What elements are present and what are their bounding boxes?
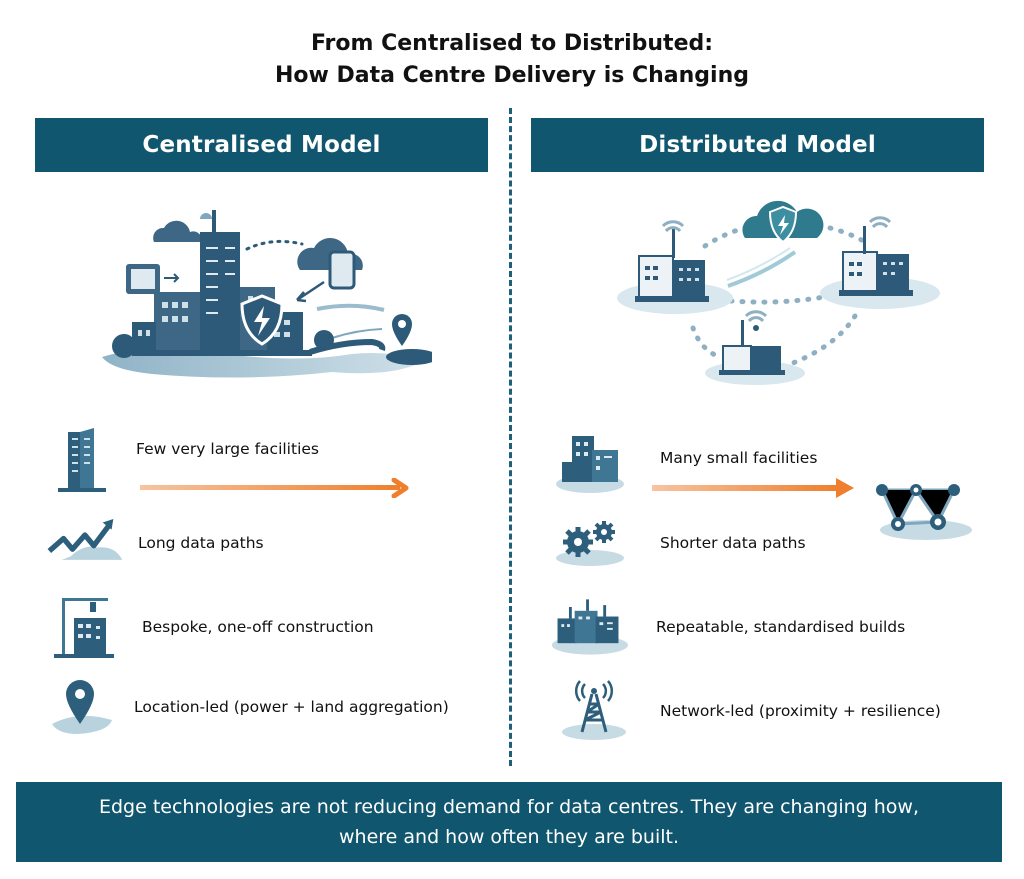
dashboard-icon (126, 264, 180, 294)
list-item: Repeatable, standardised builds (548, 592, 905, 662)
dotted-link (245, 239, 304, 251)
footer-line-1: Edge technologies are not reducing deman… (98, 796, 919, 818)
map-pin-icon (392, 314, 412, 346)
item-label: Shorter data paths (660, 534, 806, 552)
gears-icon (556, 521, 624, 566)
cloud-device-icon (296, 238, 363, 303)
list-item: Location-led (power + land aggregation) (48, 672, 449, 742)
orange-arrow (652, 478, 854, 498)
dashed-divider (509, 108, 512, 766)
list-item: Many small facilities (552, 428, 817, 498)
centralised-model-header: Centralised Model (35, 118, 488, 172)
orange-arrow (140, 478, 409, 498)
edge-facility-left (617, 220, 733, 314)
cloud-shield-icon (742, 200, 824, 244)
construction-crane-icon (54, 598, 114, 658)
item-label: Long data paths (138, 534, 264, 552)
footer-line-2: where and how often they are built. (338, 826, 679, 848)
item-label: Repeatable, standardised builds (656, 618, 906, 636)
list-item: Network-led (proximity + resilience) (558, 676, 941, 746)
standard-buildings-icon (551, 599, 628, 655)
edge-facility-right (820, 216, 940, 309)
page-title: From Centralised to Distributed: How Dat… (0, 28, 1024, 92)
location-pin-icon (52, 680, 112, 734)
distributed-model-header: Distributed Model (531, 118, 984, 172)
item-label: Many small facilities (660, 449, 818, 467)
edge-facility-bottom (705, 310, 805, 385)
item-label: Network-led (proximity + resilience) (660, 702, 941, 720)
item-label: Location-led (power + land aggregation) (134, 698, 449, 716)
small-buildings-icon (556, 436, 624, 493)
title-line-1: From Centralised to Distributed: (310, 31, 714, 56)
footer-banner: Edge technologies are not reducing deman… (16, 782, 1002, 862)
title-line-2: How Data Centre Delivery is Changing (275, 63, 749, 88)
list-item: Bespoke, one-off construction (48, 592, 374, 662)
network-nodes-icon (876, 484, 972, 540)
skyscraper (132, 210, 312, 356)
item-label: Bespoke, one-off construction (142, 618, 374, 636)
city-datacentre-illustration (102, 210, 432, 378)
item-label: Few very large facilities (136, 440, 319, 458)
skyscraper-icon (58, 428, 106, 492)
cloud-icon (153, 220, 203, 242)
radio-tower-icon (562, 680, 626, 740)
list-item: Few very large facilities (50, 424, 319, 494)
list-item: Shorter data paths (552, 508, 806, 578)
trend-up-icon (47, 519, 123, 560)
list-item: Long data paths (44, 508, 264, 578)
distributed-network-illustration (617, 200, 940, 385)
shield-lightning-icon (240, 294, 284, 346)
